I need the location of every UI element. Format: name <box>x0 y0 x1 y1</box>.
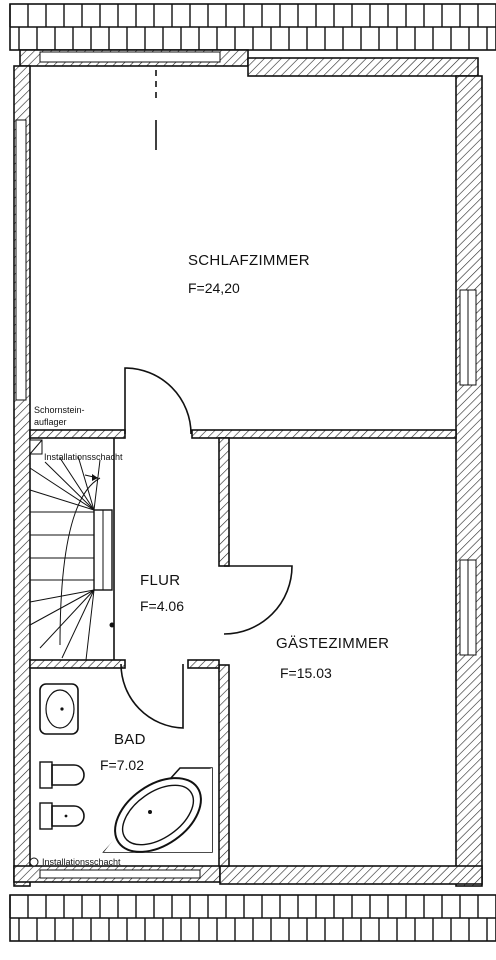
washbasin <box>39 683 79 735</box>
annotation-installationsschacht-bottom: Installationsschacht <box>42 857 121 867</box>
installation-shaft-bottom <box>29 857 39 867</box>
room-name-bad: BAD <box>114 731 146 748</box>
roof-tiles-top <box>9 3 496 51</box>
bathtub <box>102 767 213 853</box>
room-area-gaestezimmer: F=15.03 <box>280 665 332 681</box>
bidet <box>39 802 85 830</box>
roof-tiles-bottom <box>9 894 496 942</box>
installation-shaft-top <box>29 439 99 481</box>
annotation-schornstein-2: auflager <box>34 417 67 427</box>
door-gaestezimmer <box>223 565 293 635</box>
room-area-flur: F=4.06 <box>140 598 184 614</box>
staircase <box>29 455 115 661</box>
room-name-flur: FLUR <box>140 572 180 589</box>
room-name-gaestezimmer: GÄSTEZIMMER <box>276 635 389 652</box>
toilet <box>39 761 85 789</box>
room-area-bad: F=7.02 <box>100 757 144 773</box>
outer-walls <box>13 49 483 887</box>
interior-walls <box>29 429 457 867</box>
room-name-schlafzimmer: SCHLAFZIMMER <box>188 252 310 269</box>
annotation-schornstein-1: Schornstein- <box>34 405 85 415</box>
door-bad <box>120 663 184 729</box>
door-schlafzimmer <box>124 367 192 435</box>
annotation-installationsschacht-top: Installationsschacht <box>44 452 123 462</box>
room-area-schlafzimmer: F=24,20 <box>188 280 240 296</box>
